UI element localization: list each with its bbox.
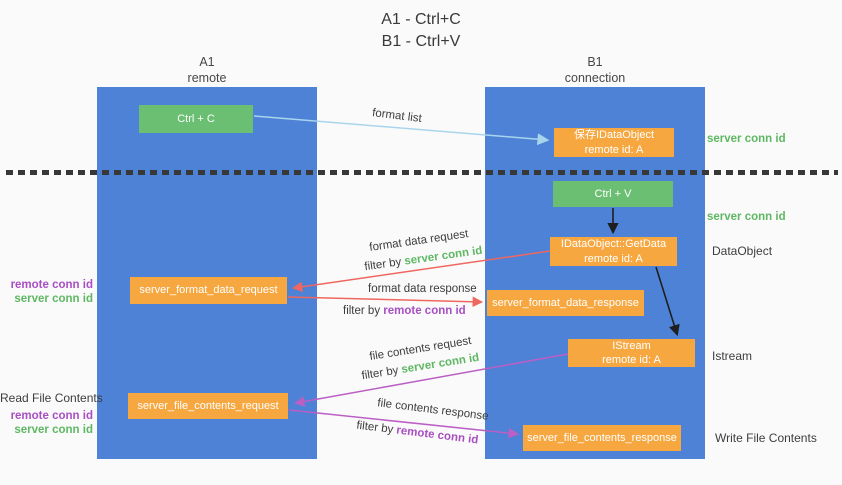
- node-istream: IStream remote id: A: [568, 339, 695, 367]
- label-istream-side: Istream: [712, 349, 753, 363]
- column-header-a1: A1 remote: [97, 55, 317, 86]
- node-save-idataobject-line1: 保存IDataObject: [573, 129, 655, 142]
- label-write-file-contents: Write File Contents: [715, 431, 817, 445]
- diagram-title: A1 - Ctrl+C B1 - Ctrl+V: [0, 9, 842, 52]
- node-server-format-data-request: server_format_data_request: [130, 277, 287, 304]
- column-header-b1: B1 connection: [485, 55, 705, 86]
- title-line-1: A1 - Ctrl+C: [381, 11, 461, 28]
- label-filter-by-remote-conn-id-1: filter by remote conn id: [343, 305, 466, 317]
- node-server-file-contents-request: server_file_contents_request: [128, 393, 288, 419]
- label-remote-conn-id-2: remote conn id: [10, 410, 93, 422]
- label-server-conn-id-mid: server conn id: [707, 211, 786, 223]
- label-format-data-response: format data response: [368, 283, 477, 295]
- dotted-divider: [6, 170, 838, 175]
- server-conn-id-text: server conn id: [403, 244, 484, 268]
- node-getdata-line1: IDataObject::GetData: [560, 238, 667, 251]
- node-format-response-label: server_format_data_response: [492, 296, 639, 309]
- node-ctrl-c-label: Ctrl + C: [177, 112, 215, 125]
- label-filter-by-remote-conn-id-2: filter by remote conn id: [356, 420, 479, 447]
- node-save-idataobject-line2: remote id: A: [584, 143, 644, 156]
- label-server-conn-id-2: server conn id: [14, 424, 93, 436]
- label-format-list: format list: [371, 107, 423, 125]
- node-server-file-contents-response: server_file_contents_response: [523, 425, 681, 451]
- node-istream-line1: IStream: [612, 339, 651, 352]
- node-format-request-label: server_format_data_request: [139, 284, 278, 297]
- label-server-conn-id-top: server conn id: [707, 133, 786, 145]
- column-b1-id: B1: [587, 55, 603, 69]
- node-server-format-data-response: server_format_data_response: [487, 290, 644, 316]
- node-ctrl-c: Ctrl + C: [139, 105, 253, 133]
- filter-by-text: filter by: [343, 305, 384, 317]
- node-save-idataobject: 保存IDataObject remote id: A: [554, 128, 674, 157]
- filter-by-text: filter by: [363, 255, 406, 274]
- node-getdata-line2: remote id: A: [584, 252, 643, 265]
- node-istream-line2: remote id: A: [602, 354, 661, 366]
- node-file-request-label: server_file_contents_request: [137, 399, 279, 412]
- node-file-response-label: server_file_contents_response: [527, 431, 677, 444]
- label-remote-conn-id-1: remote conn id: [10, 279, 93, 291]
- title-line-2: B1 - Ctrl+V: [381, 32, 461, 50]
- column-b1-role: connection: [564, 70, 626, 85]
- label-read-file-contents: Read File Contents: [0, 391, 103, 405]
- node-ctrl-v-label: Ctrl + V: [594, 187, 632, 200]
- node-idataobject-getdata: IDataObject::GetData remote id: A: [550, 237, 677, 266]
- label-dataobject: DataObject: [712, 244, 773, 258]
- label-server-conn-id-1: server conn id: [14, 293, 93, 305]
- column-a1-role: remote: [187, 70, 227, 85]
- remote-conn-id-text: remote conn id: [383, 305, 466, 317]
- node-ctrl-v: Ctrl + V: [553, 181, 673, 207]
- label-file-contents-response: file contents response: [376, 397, 490, 423]
- filter-by-text: filter by: [360, 364, 403, 383]
- column-a1-id: A1: [199, 55, 215, 69]
- remote-conn-id-text: remote conn id: [395, 424, 479, 447]
- filter-by-text: filter by: [355, 419, 398, 437]
